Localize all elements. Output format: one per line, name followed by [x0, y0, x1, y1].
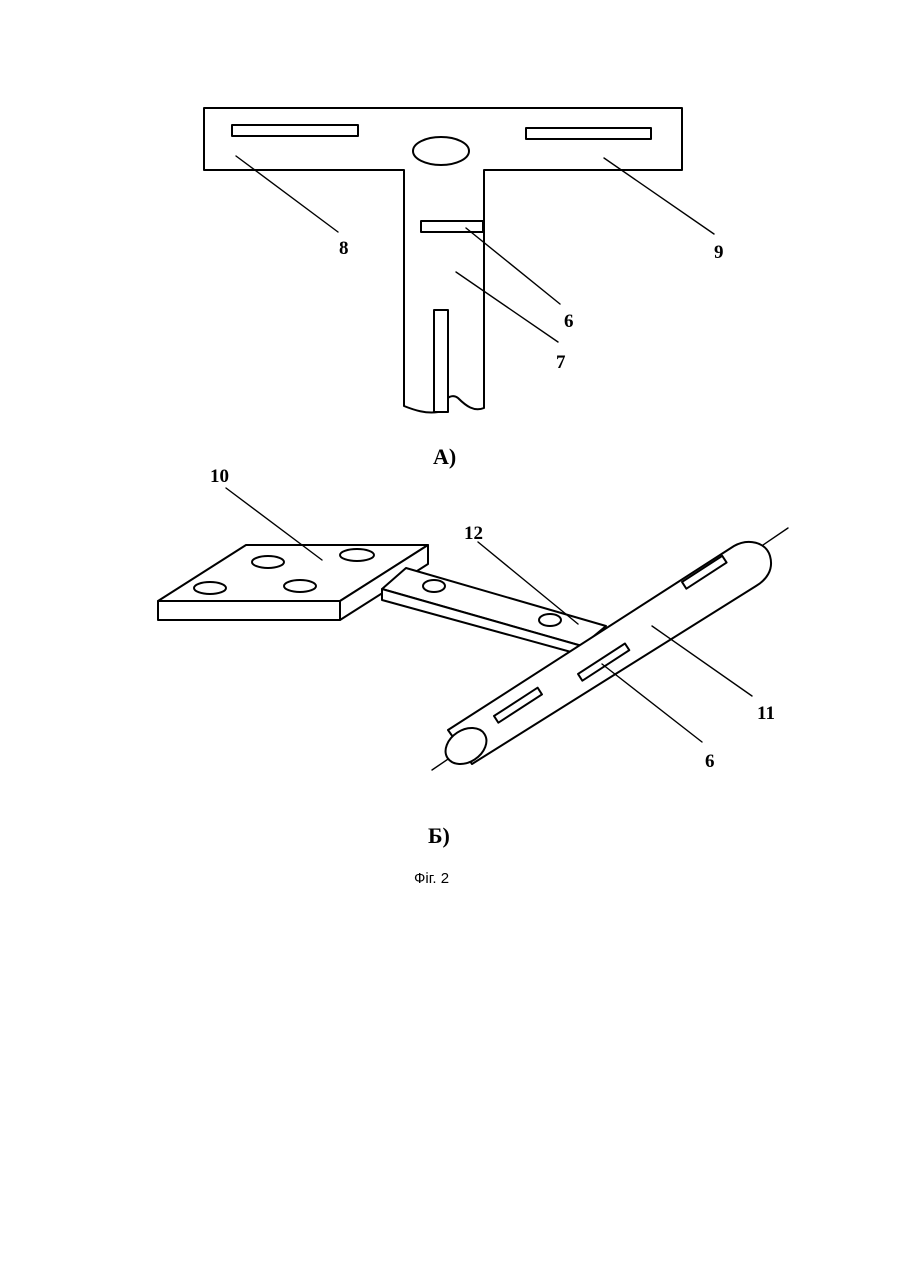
tube — [439, 542, 771, 771]
label-10: 10 — [210, 466, 229, 487]
panel-a-title: А) — [433, 444, 456, 469]
leader-6b — [602, 664, 702, 742]
panel-a-t-piece: 8 9 6 7 А) — [204, 108, 724, 469]
panel-b-assembly: 10 12 11 6 Б) — [158, 466, 788, 848]
panel-b-title: Б) — [428, 823, 450, 848]
leader-11 — [652, 626, 752, 696]
label-9: 9 — [714, 242, 724, 263]
slot-small — [421, 221, 483, 232]
label-6-b: 6 — [705, 751, 715, 772]
center-hole — [413, 137, 469, 165]
figure-caption: Фіг. 2 — [414, 870, 449, 887]
label-8: 8 — [339, 238, 349, 259]
plate-hole-3 — [194, 582, 226, 594]
plate-hole-4 — [284, 580, 316, 592]
slot-left — [232, 125, 358, 136]
slot-vertical — [434, 310, 448, 412]
connecting-strap — [382, 568, 606, 655]
plate-hole-2 — [340, 549, 374, 561]
plate-front — [158, 601, 340, 620]
label-6-a: 6 — [564, 311, 574, 332]
slot-right — [526, 128, 651, 139]
label-11: 11 — [757, 703, 775, 724]
strap-hole-2 — [539, 614, 561, 626]
label-7: 7 — [556, 352, 566, 373]
label-12: 12 — [464, 523, 483, 544]
plate-hole-1 — [252, 556, 284, 568]
mounting-plate — [158, 545, 428, 620]
strap-hole-1 — [423, 580, 445, 592]
